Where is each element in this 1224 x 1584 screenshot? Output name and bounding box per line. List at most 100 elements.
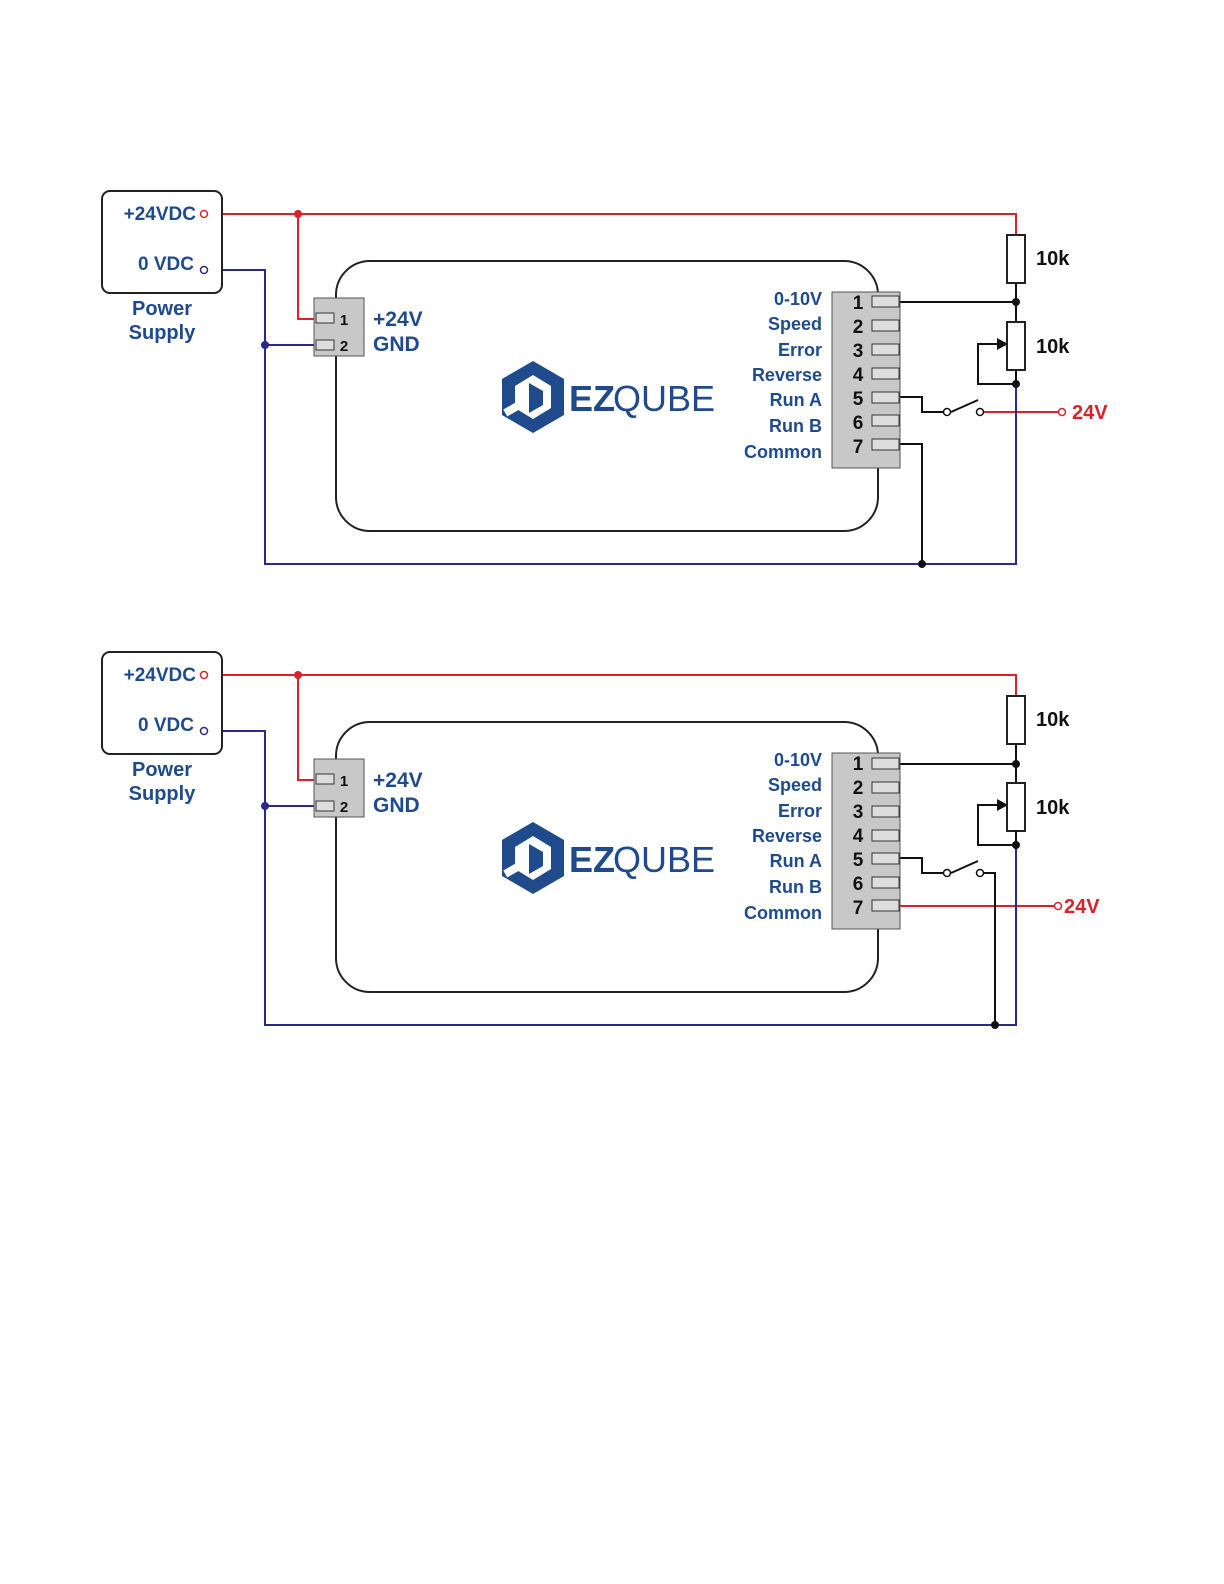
signal-slot-6: [872, 877, 899, 888]
signal-pin-number: 7: [853, 437, 864, 458]
signal-label: Run A: [770, 390, 822, 410]
external-24v-label: 24V: [1072, 402, 1108, 424]
connector-positive-wire: [298, 675, 316, 780]
supply-name-line2: Supply: [129, 783, 197, 805]
signal-label: Error: [778, 340, 822, 360]
signal-pin-number: 4: [853, 826, 864, 847]
signal-slot-2: [872, 320, 899, 331]
supply-positive-wire: [208, 214, 1016, 235]
signal-pin-number: 3: [853, 802, 864, 823]
supply-ground-terminal: [201, 728, 208, 735]
signal-pin-number: 4: [853, 365, 864, 386]
supply-name-line1: Power: [132, 759, 192, 781]
signal-pin-numbers: 1 2 3 4 5 6 7: [853, 293, 864, 458]
signal-pin-number: 7: [853, 898, 864, 919]
power-gnd-label: GND: [373, 333, 420, 356]
signal-label: Run A: [770, 851, 822, 871]
signal-label: Reverse: [752, 826, 822, 846]
power-gnd-label: GND: [373, 794, 420, 817]
logo-text-ez: EZ: [569, 378, 615, 419]
potentiometer-icon: [997, 783, 1025, 846]
signal-label: Speed: [768, 775, 822, 795]
logo-text-qube: QUBE: [613, 839, 715, 880]
signal-pin-number: 6: [853, 874, 864, 895]
signal-slot-6: [872, 415, 899, 426]
power-supply: +24VDC 0 VDC Power Supply: [102, 191, 222, 344]
signal-pin-number: 3: [853, 341, 864, 362]
resistor-icon: [1007, 696, 1025, 744]
connector-positive-wire: [298, 214, 316, 319]
signal-label: Run B: [769, 416, 822, 436]
signal-label: 0-10V: [774, 750, 822, 770]
supply-positive-terminal: [201, 211, 208, 218]
resistor-icon: [1007, 235, 1025, 283]
logo-text-qube: QUBE: [613, 378, 715, 419]
pot-label: 10k: [1036, 797, 1070, 819]
power-pin1-slot: [316, 774, 334, 784]
power-supply: +24VDC 0 VDC Power Supply: [102, 652, 222, 805]
wiring-diagram-2: +24VDC 0 VDC Power Supply 1 2 +24V GND E…: [102, 652, 1100, 1029]
power-pin2-number: 2: [340, 338, 348, 355]
supply-ground-label: 0 VDC: [138, 715, 194, 736]
power-pin2-slot: [316, 340, 334, 350]
supply-positive-label: +24VDC: [124, 665, 197, 686]
signal-slot-7: [872, 439, 899, 450]
power-pos-label: +24V: [373, 769, 423, 792]
signal-slot-3: [872, 806, 899, 817]
switch-blade: [951, 861, 978, 873]
signal-wires: [900, 283, 1016, 564]
switch-icon: [944, 870, 984, 877]
signal-label: Reverse: [752, 365, 822, 385]
potentiometer-icon: [997, 322, 1025, 385]
signal-slot-4: [872, 368, 899, 379]
pot-body: [1007, 322, 1025, 370]
signal-label: Error: [778, 801, 822, 821]
resistor-label: 10k: [1036, 709, 1070, 731]
signal-slot-5: [872, 853, 899, 864]
power-pin2-number: 2: [340, 799, 348, 816]
signal-pin-number: 6: [853, 413, 864, 434]
switch-return-wire: [983, 873, 995, 1025]
external-24v-terminal: [1055, 903, 1062, 910]
signal-label: Run B: [769, 877, 822, 897]
signal-slot-3: [872, 344, 899, 355]
external-24v-terminal: [1059, 409, 1066, 416]
signal-slot-2: [872, 782, 899, 793]
power-pin1-slot: [316, 313, 334, 323]
switch-blade: [951, 400, 978, 412]
wiring-diagram-1: +24VDC 0 VDC Power Supply 1 2 +24V GND: [102, 191, 1108, 568]
signal-pin-number: 1: [853, 754, 864, 775]
signal-pin-number: 2: [853, 317, 864, 338]
signal-wires: [900, 744, 1016, 1025]
external-24v-label: 24V: [1064, 896, 1100, 918]
power-pos-label: +24V: [373, 308, 423, 331]
signal-slot-5: [872, 392, 899, 403]
pot-label: 10k: [1036, 336, 1070, 358]
pin7-wire: [900, 444, 922, 564]
signal-pin-numbers: 1 2 3 4 5 6 7: [853, 754, 864, 919]
signal-label: 0-10V: [774, 289, 822, 309]
power-pin1-number: 1: [340, 773, 348, 790]
resistor-label: 10k: [1036, 248, 1070, 270]
signal-pin-number: 5: [853, 850, 864, 871]
signal-slot-7: [872, 900, 899, 911]
switch-icon: [944, 409, 984, 416]
signal-slot-4: [872, 830, 899, 841]
pin5-wire: [900, 858, 943, 873]
signal-pin-number: 1: [853, 293, 864, 314]
signal-pin-number: 5: [853, 389, 864, 410]
power-pin2-slot: [316, 801, 334, 811]
signal-label: Common: [744, 903, 822, 923]
supply-positive-wire: [208, 675, 1016, 696]
logo-text-ez: EZ: [569, 839, 615, 880]
supply-positive-label: +24VDC: [124, 204, 197, 225]
supply-name-line1: Power: [132, 298, 192, 320]
pin5-wire: [900, 397, 943, 412]
signal-pin-number: 2: [853, 778, 864, 799]
signal-label: Common: [744, 442, 822, 462]
supply-ground-terminal: [201, 267, 208, 274]
power-pin1-number: 1: [340, 312, 348, 329]
supply-name-line2: Supply: [129, 322, 197, 344]
signal-label: Speed: [768, 314, 822, 334]
supply-positive-terminal: [201, 672, 208, 679]
